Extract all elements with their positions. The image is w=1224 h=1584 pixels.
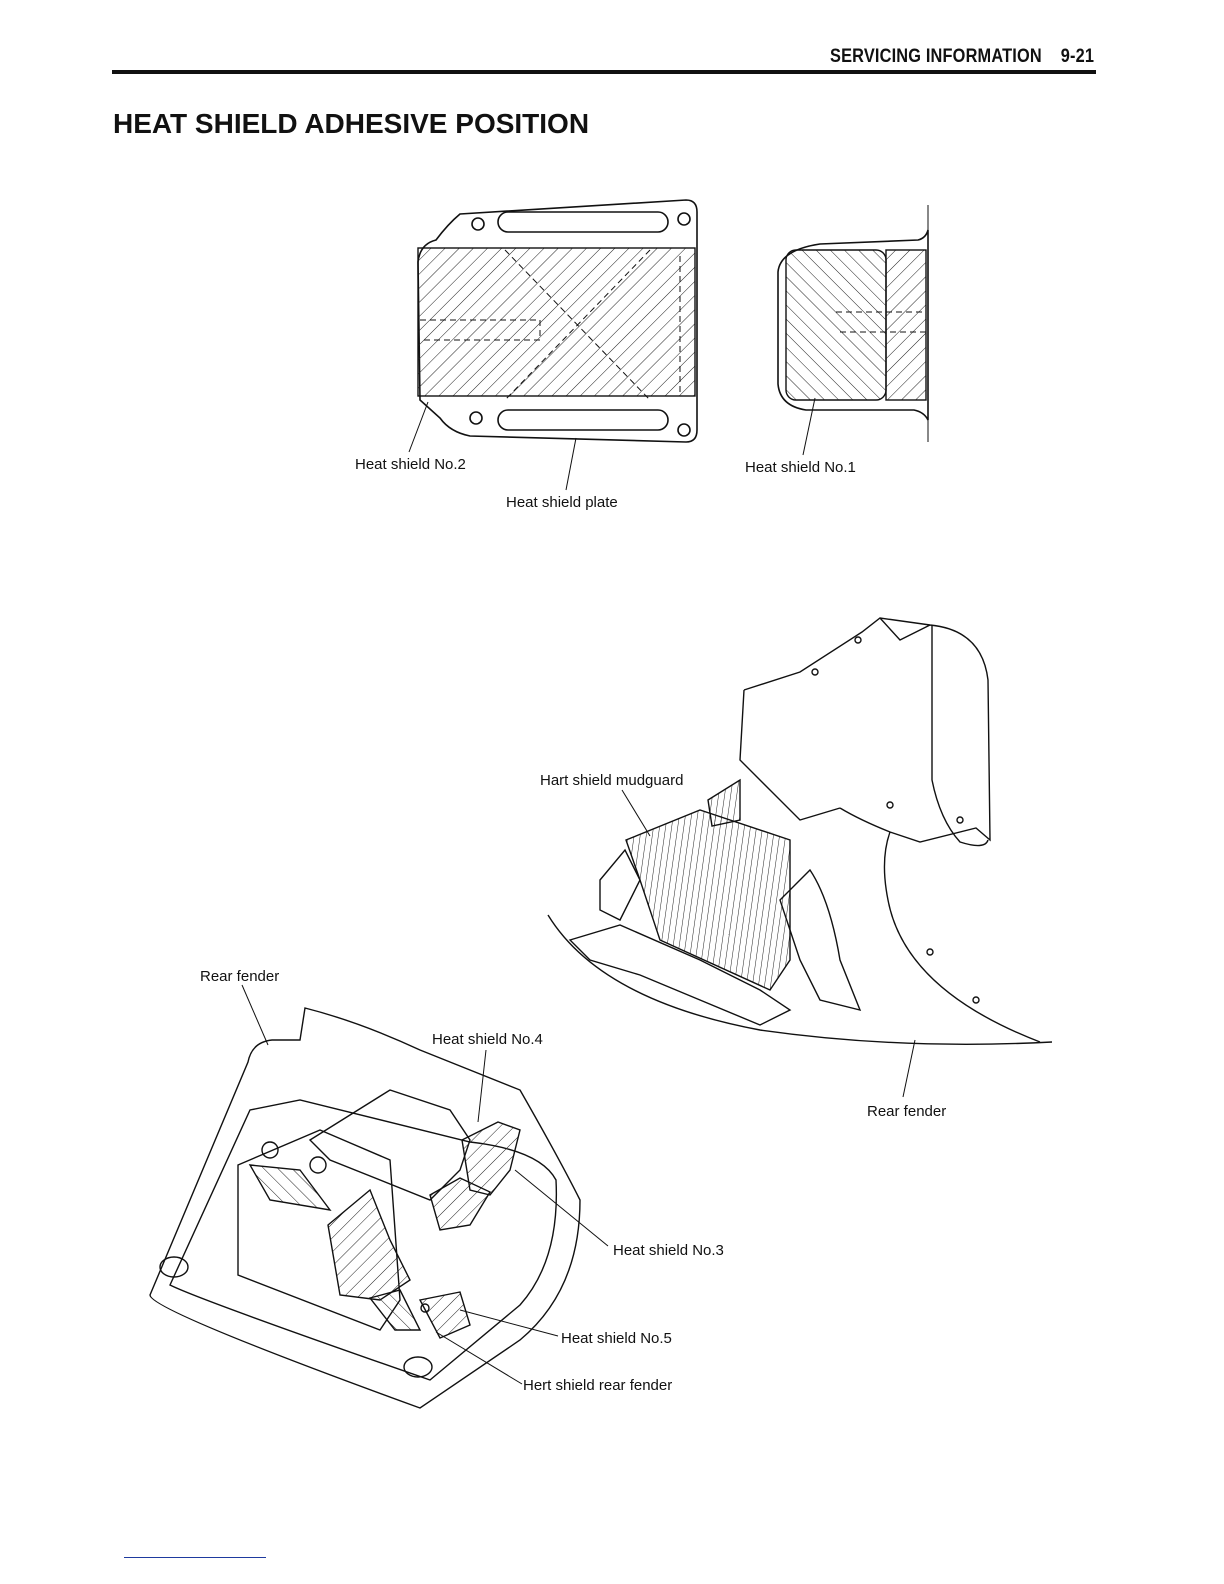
- rear-fender-heat-shields-figure: [150, 985, 608, 1408]
- label-heat-shield-plate: Heat shield plate: [506, 494, 618, 511]
- label-heat-shield-no1: Heat shield No.1: [745, 459, 856, 476]
- label-rear-fender-right: Rear fender: [867, 1103, 946, 1120]
- label-rear-fender-left: Rear fender: [200, 968, 279, 985]
- heat-shield-plate-figure: [409, 200, 697, 490]
- label-hert-shield-rear-fender: Hert shield rear fender: [523, 1377, 672, 1394]
- label-heat-shield-no5: Heat shield No.5: [561, 1330, 672, 1347]
- rear-fender-mudguard-figure: [548, 618, 1052, 1097]
- label-heat-shield-no4: Heat shield No.4: [432, 1031, 543, 1048]
- label-hart-shield-mudguard: Hart shield mudguard: [540, 772, 683, 789]
- label-heat-shield-no2: Heat shield No.2: [355, 456, 466, 473]
- label-heat-shield-no3: Heat shield No.3: [613, 1242, 724, 1259]
- footer-link-underline: [124, 1557, 266, 1558]
- heat-shield-no1-figure: [778, 205, 928, 455]
